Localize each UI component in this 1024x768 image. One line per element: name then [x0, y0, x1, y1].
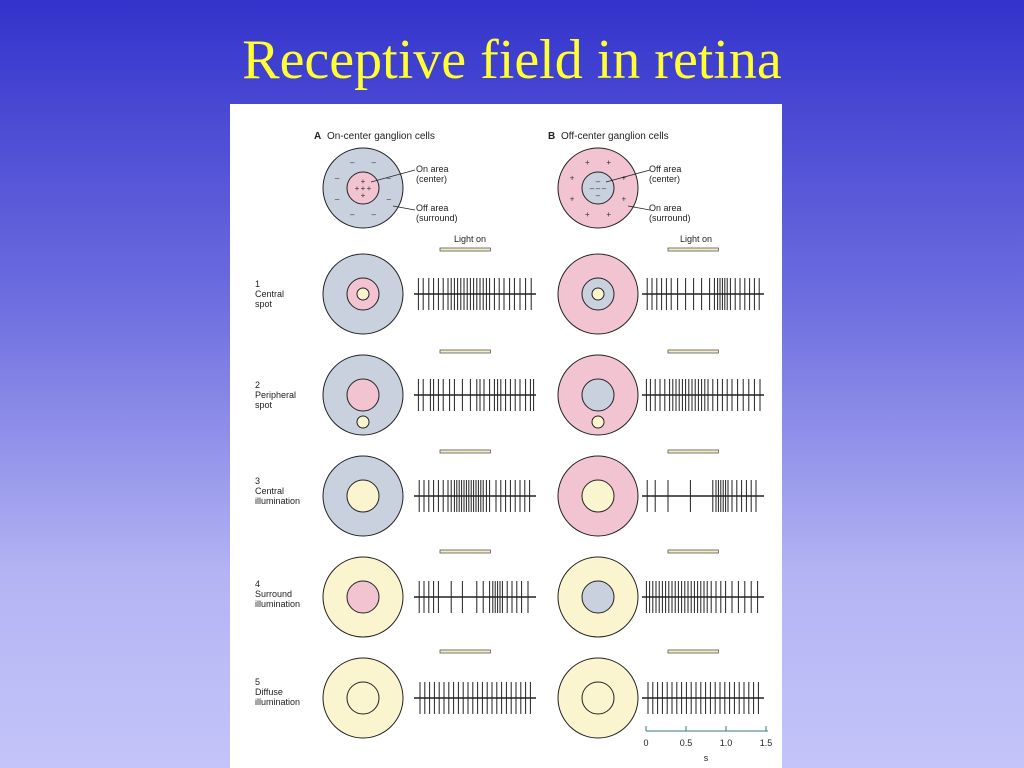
condition-2-label-2: spot	[255, 400, 273, 410]
surround-sign-B-2: +	[585, 210, 590, 219]
condition-2-number: 2	[255, 380, 260, 390]
center-sign-B-2: –	[596, 184, 601, 193]
time-tick-1-5: 1.5	[760, 738, 773, 748]
panel-b-center-label-1: Off area	[649, 164, 681, 174]
light-spot-B-1	[591, 287, 605, 301]
panel-a-center-label-1: On area	[416, 164, 449, 174]
field-inner-A-4	[346, 580, 380, 614]
surround-leader-B	[627, 205, 651, 211]
light-on-bar-B-4	[667, 549, 719, 554]
surround-sign-A-7: –	[387, 173, 392, 182]
legend-inner-A	[346, 171, 380, 205]
light-on-bar-A-4	[439, 549, 491, 554]
surround-sign-A-3: –	[335, 195, 340, 204]
figure-canvas: A On-center ganglion cells B Off-center …	[255, 131, 773, 763]
surround-leader-A	[392, 205, 416, 211]
surround-sign-A-6: –	[371, 158, 376, 167]
time-tick-1-0: 1.0	[720, 738, 733, 748]
field-inner-A-5	[346, 681, 380, 715]
panel-b-title: Off-center ganglion cells	[561, 131, 669, 142]
surround-sign-A-0: –	[387, 195, 392, 204]
light-spot-A-2	[356, 415, 370, 429]
center-sign-B-4: –	[596, 191, 601, 200]
condition-3-label-1: Central	[255, 486, 284, 496]
surround-sign-A-2: –	[350, 210, 355, 219]
condition-3-number: 3	[255, 476, 260, 486]
surround-sign-B-0: +	[622, 195, 627, 204]
time-tick-0-5: 0.5	[680, 738, 693, 748]
surround-sign-A-1: –	[371, 210, 376, 219]
center-sign-B-1: –	[590, 184, 595, 193]
field-inner-A-3	[346, 479, 380, 513]
light-spot-A-1	[356, 287, 370, 301]
center-leader-B	[605, 169, 651, 183]
light-on-bar-A-3	[439, 449, 491, 454]
condition-3-label-2: illumination	[255, 496, 300, 506]
time-tick-0: 0	[643, 738, 648, 748]
panel-b-center-label-2: (center)	[649, 174, 680, 184]
field-inner-B-4	[581, 580, 615, 614]
panel-a-surround-label-1: Off area	[416, 203, 448, 213]
center-sign-A-1: +	[355, 184, 360, 193]
panel-a-surround-label-2: (surround)	[416, 213, 458, 223]
surround-sign-B-7: +	[622, 173, 627, 182]
figure-drawing: +++++–––––––––––––++++++++	[322, 147, 768, 739]
center-sign-A-2: +	[361, 184, 366, 193]
panel-b-surround-label-2: (surround)	[649, 213, 691, 223]
condition-4-label-1: Surround	[255, 589, 292, 599]
panel-b-letter: B	[548, 131, 555, 142]
condition-5-number: 5	[255, 677, 260, 687]
panel-a-letter: A	[314, 131, 321, 142]
field-inner-B-3	[581, 479, 615, 513]
surround-sign-B-1: +	[606, 210, 611, 219]
panel-b-surround-label-1: On area	[649, 203, 682, 213]
condition-1-label-1: Central	[255, 289, 284, 299]
light-on-bar-A-5	[439, 649, 491, 654]
receptive-field-figure: A On-center ganglion cells B Off-center …	[230, 104, 782, 768]
condition-4-label-2: illumination	[255, 599, 300, 609]
light-on-bar-A-2	[439, 349, 491, 354]
center-sign-A-3: +	[367, 184, 372, 193]
slide-title: Receptive field in retina	[242, 29, 782, 91]
surround-sign-A-4: –	[335, 173, 340, 182]
field-inner-B-2	[581, 378, 615, 412]
surround-sign-B-6: +	[606, 158, 611, 167]
light-on-bar-A-1	[439, 247, 491, 252]
center-sign-A-0: +	[361, 177, 366, 186]
light-on-label-a: Light on	[454, 234, 486, 244]
panel-a-title: On-center ganglion cells	[327, 131, 435, 142]
center-sign-B-0: –	[596, 177, 601, 186]
panel-a-center-label-2: (center)	[416, 174, 447, 184]
center-leader-A	[370, 169, 416, 183]
light-on-bar-B-3	[667, 449, 719, 454]
condition-1-label-2: spot	[255, 299, 273, 309]
condition-1-number: 1	[255, 279, 260, 289]
condition-2-label-1: Peripheral	[255, 390, 296, 400]
light-on-bar-B-1	[667, 247, 719, 252]
surround-sign-B-3: +	[570, 195, 575, 204]
surround-sign-B-4: +	[570, 173, 575, 182]
light-on-bar-B-2	[667, 349, 719, 354]
field-inner-A-2	[346, 378, 380, 412]
light-on-bar-B-5	[667, 649, 719, 654]
condition-5-label-1: Diffuse	[255, 687, 283, 697]
field-inner-B-5	[581, 681, 615, 715]
center-sign-A-4: +	[361, 191, 366, 200]
surround-sign-A-5: –	[350, 158, 355, 167]
surround-sign-B-5: +	[585, 158, 590, 167]
condition-4-number: 4	[255, 579, 260, 589]
time-axis-unit: s	[704, 753, 709, 763]
center-sign-B-3: –	[602, 184, 607, 193]
light-spot-B-2	[591, 415, 605, 429]
legend-inner-B	[581, 171, 615, 205]
light-on-label-b: Light on	[680, 234, 712, 244]
condition-5-label-2: illumination	[255, 697, 300, 707]
